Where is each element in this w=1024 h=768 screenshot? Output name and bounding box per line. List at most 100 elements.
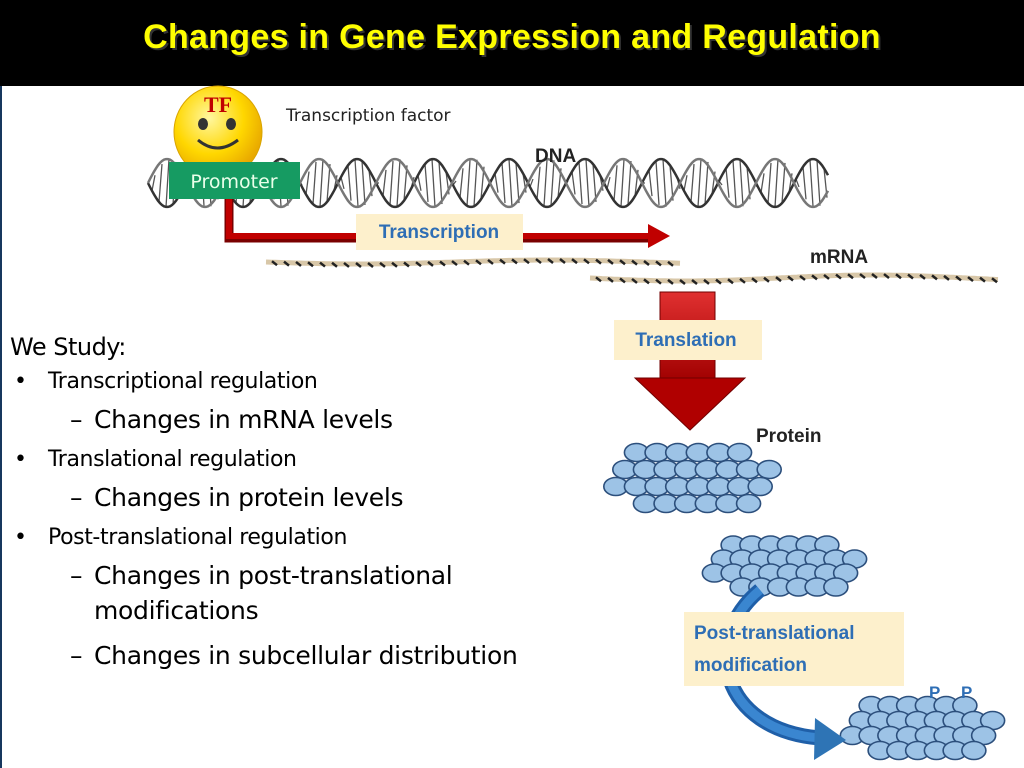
tf-label: TF xyxy=(204,92,232,117)
translation-arrow xyxy=(633,291,747,431)
base-pair xyxy=(326,164,331,202)
mrna-base xyxy=(907,273,914,280)
base-pair xyxy=(417,175,422,191)
mrna-base xyxy=(655,278,662,285)
protein-cluster-modifiable xyxy=(701,535,868,597)
mrna-base xyxy=(619,259,626,266)
mrna-base xyxy=(595,276,602,283)
mrna-base xyxy=(691,278,698,285)
base-pair xyxy=(578,161,583,205)
base-pair xyxy=(739,159,744,207)
base-pair xyxy=(165,159,170,207)
mrna-base xyxy=(643,278,650,285)
study-heading: We Study: xyxy=(10,333,126,361)
phospho-marker-1: P xyxy=(929,683,940,702)
base-pair xyxy=(515,162,520,204)
mrna-base xyxy=(847,273,854,280)
protein-subunit xyxy=(726,442,753,463)
base-pair xyxy=(354,159,359,207)
title-bar: Changes in Gene Expression and Regulatio… xyxy=(0,0,1024,86)
base-pair xyxy=(606,176,611,190)
mrna-base xyxy=(451,260,458,267)
protein-subunit xyxy=(823,577,849,597)
mrna-base xyxy=(571,258,578,265)
bullet-icon: • xyxy=(14,369,27,394)
base-pair xyxy=(340,176,345,190)
study-subitem-label: Changes in subcellular distribution xyxy=(94,641,518,670)
mrna-base xyxy=(955,275,962,282)
promoter-label: Promoter xyxy=(190,171,277,193)
study-subitem-label: Changes in post-translational modificati… xyxy=(94,561,453,625)
mrna-base xyxy=(919,273,926,280)
base-pair xyxy=(550,160,555,206)
base-pair xyxy=(473,159,478,207)
base-pair xyxy=(438,161,443,205)
mrna-base xyxy=(643,260,650,267)
base-pair xyxy=(424,164,429,202)
ptm-label-line2: modification xyxy=(694,655,807,676)
base-pair xyxy=(571,171,576,195)
base-pair xyxy=(543,159,548,207)
base-pair xyxy=(389,160,394,206)
transcription-label-box xyxy=(356,214,523,250)
protein-subunit xyxy=(961,740,987,761)
mrna-base xyxy=(607,276,614,283)
mrna-base xyxy=(583,258,590,265)
mrna-base xyxy=(511,258,518,265)
mrna-base xyxy=(715,278,722,285)
base-pair xyxy=(361,160,366,206)
protein-cluster-phosphorylated xyxy=(839,695,1006,761)
study-item-label: Transcriptional regulation xyxy=(48,369,318,394)
mrna-base xyxy=(307,261,314,268)
study-subitem: –Changes in post-translational modificat… xyxy=(10,558,570,628)
protein-label: Protein xyxy=(756,426,821,447)
protein-subunit xyxy=(747,476,773,497)
base-pair xyxy=(781,162,786,204)
base-pair xyxy=(396,159,401,207)
base-pair xyxy=(508,158,513,208)
mrna-base xyxy=(727,278,734,285)
base-pair xyxy=(592,164,597,202)
base-pair xyxy=(305,171,310,195)
study-item-post-translational: •Post-translational regulation xyxy=(10,525,570,550)
mrna-base xyxy=(271,260,278,267)
mrna-base xyxy=(319,261,326,268)
mrna-base xyxy=(283,260,290,267)
translation-label: Translation xyxy=(635,330,736,351)
ptm-label-box xyxy=(684,612,904,686)
mrna-base xyxy=(331,261,338,268)
base-pair xyxy=(536,166,541,200)
base-pair xyxy=(648,169,653,197)
mrna-base xyxy=(295,260,302,267)
study-subitem: –Changes in protein levels xyxy=(10,480,570,515)
mrna-base xyxy=(403,261,410,268)
base-pair xyxy=(431,159,436,207)
mrna-base xyxy=(967,276,974,283)
base-pair xyxy=(494,173,499,193)
mrna-base xyxy=(595,258,602,265)
phospho-marker-2: P xyxy=(961,683,972,702)
base-pair xyxy=(774,158,779,208)
mrna-base xyxy=(367,262,374,268)
mrna-base xyxy=(439,260,446,267)
base-pair xyxy=(319,159,324,207)
base-pair xyxy=(382,169,387,197)
protein-cluster xyxy=(603,442,782,514)
mrna-base xyxy=(703,278,710,285)
mrna-base xyxy=(343,261,350,268)
base-pair xyxy=(809,159,814,207)
mrna-base xyxy=(355,262,362,268)
mrna-base xyxy=(667,278,674,285)
mrna-base xyxy=(787,275,794,282)
study-item-label: Post-translational regulation xyxy=(48,525,347,550)
base-pair xyxy=(655,160,660,206)
mrna-base xyxy=(751,277,758,284)
mrna-base xyxy=(535,258,542,265)
base-pair xyxy=(627,160,632,206)
dash-icon: – xyxy=(70,561,83,590)
study-subitem-label: Changes in mRNA levels xyxy=(94,405,393,434)
mrna-base xyxy=(655,260,662,267)
mrna-strand xyxy=(265,257,999,285)
base-pair xyxy=(158,164,163,202)
